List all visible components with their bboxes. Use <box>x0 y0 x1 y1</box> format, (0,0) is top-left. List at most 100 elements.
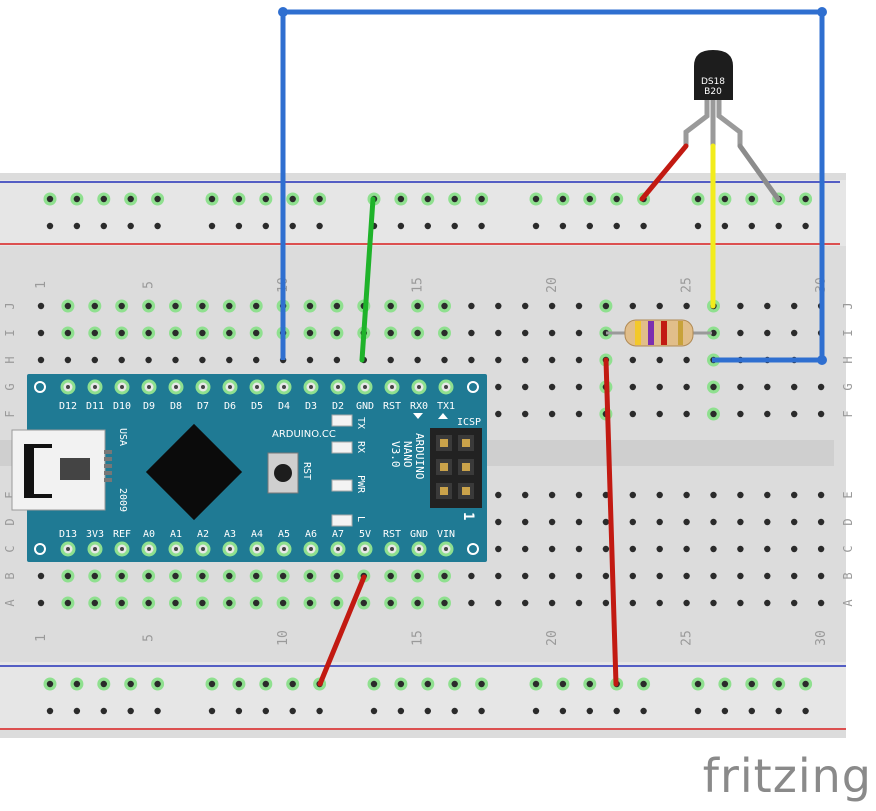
nano-pin-hole <box>309 385 313 389</box>
row-letter: E <box>3 491 17 498</box>
breadboard-hole <box>602 572 610 580</box>
wire-gray-sensor[interactable] <box>737 143 781 202</box>
led-tx <box>331 414 353 427</box>
sensor-lead-left <box>683 98 710 146</box>
breadboard-hole <box>37 356 45 364</box>
usb-tooth <box>104 457 112 461</box>
breadboard-hole <box>333 572 341 580</box>
column-number: 5 <box>142 281 157 289</box>
rail-hole <box>289 680 296 688</box>
wire-red-5v[interactable] <box>317 574 367 687</box>
rail-hole <box>46 707 54 715</box>
nano-pin-label-bottom: A0 <box>143 529 155 540</box>
usb-port-icon <box>24 444 52 498</box>
breadboard-hole <box>91 572 99 580</box>
rail-hole <box>721 707 729 715</box>
breadboard-hole <box>414 329 421 337</box>
breadboard-hole <box>791 410 798 418</box>
breadboard-hole <box>629 572 636 580</box>
breadboard-hole <box>737 491 744 499</box>
breadboard-hole <box>91 329 99 337</box>
reset-button-cap[interactable] <box>274 464 292 482</box>
breadboard-hole <box>764 329 771 337</box>
rail-hole <box>721 195 729 203</box>
breadboard-hole <box>575 410 583 418</box>
rail-hole <box>46 680 54 688</box>
wire-red-sensor[interactable] <box>639 143 689 202</box>
breadboard-hole <box>253 356 260 364</box>
row-letter: F <box>3 410 17 417</box>
model-line-2: NANO <box>401 441 414 468</box>
breadboard-hole <box>710 545 717 553</box>
breadboard-hole <box>710 329 717 337</box>
nano-pin-label-top: D6 <box>224 401 236 412</box>
nano-pin-label-top: D4 <box>278 401 290 412</box>
nano-pin-hole <box>444 385 448 389</box>
nano-pin-hole <box>228 547 232 551</box>
breadboard-hole <box>575 518 583 526</box>
breadboard-hole <box>91 599 99 607</box>
wire-green[interactable] <box>359 196 376 363</box>
breadboard-hole <box>522 329 529 337</box>
row-letter: H <box>3 356 17 363</box>
breadboard-hole <box>118 572 125 580</box>
rail-hole <box>100 222 108 230</box>
row-letter: G <box>841 383 855 390</box>
column-number: 25 <box>680 630 695 646</box>
rail-hole <box>532 195 540 203</box>
rail-hole <box>235 680 243 688</box>
breadboard-hole <box>817 410 825 418</box>
breadboard-hole <box>441 329 448 337</box>
breadboard-hole <box>279 599 287 607</box>
nano-pin-hole <box>228 385 232 389</box>
breadboard-hole <box>306 572 314 580</box>
rail-hole <box>478 707 485 715</box>
breadboard-hole <box>791 302 798 310</box>
led-tx-label: TX <box>355 417 366 429</box>
breadboard-hole <box>737 302 744 310</box>
breadboard-hole <box>306 599 314 607</box>
breadboard-hole <box>522 491 529 499</box>
nano-brand-label: ARDUINO.CC <box>272 429 336 440</box>
rail-hole <box>559 195 567 203</box>
rail-hole <box>451 195 458 203</box>
nano-pin-label-top: D2 <box>332 401 344 412</box>
breadboard-hole <box>522 599 529 607</box>
rail-hole <box>154 680 161 688</box>
breadboard-hole <box>253 599 260 607</box>
rail-hole <box>802 707 809 715</box>
breadboard-hole <box>656 383 663 391</box>
column-number: 5 <box>142 634 157 642</box>
breadboard-hole <box>737 383 744 391</box>
rail-hole <box>721 680 729 688</box>
nano-pin-hole <box>147 547 151 551</box>
usa-label: USA <box>117 428 128 446</box>
breadboard-hole <box>683 302 690 310</box>
nano-pin-hole <box>201 385 205 389</box>
nano-pin-label-bottom: A1 <box>170 529 182 540</box>
rail-hole <box>532 707 540 715</box>
wire-red-resistor[interactable] <box>603 357 619 687</box>
breadboard-hole <box>629 356 636 364</box>
rail-hole <box>640 680 647 688</box>
breadboard-hole <box>145 302 152 310</box>
rail-hole <box>127 680 134 688</box>
breadboard-hole <box>548 383 556 391</box>
breadboard-hole <box>306 356 314 364</box>
row-letter: A <box>3 599 17 607</box>
breadboard-hole <box>764 383 771 391</box>
nano-pin-label-bottom: VIN <box>437 529 455 540</box>
breadboard-hole <box>575 302 583 310</box>
resistor[interactable] <box>606 319 712 347</box>
nano-pin-label-bottom: A6 <box>305 529 317 540</box>
breadboard-hole <box>683 383 690 391</box>
rail-hole <box>208 195 216 203</box>
usb-tooth <box>104 471 112 475</box>
ds18b20-sensor[interactable]: DS18 B20 <box>683 50 743 146</box>
resistor-band-3 <box>661 321 667 345</box>
rail-hole <box>748 195 755 203</box>
nano-pin-hole <box>120 385 124 389</box>
